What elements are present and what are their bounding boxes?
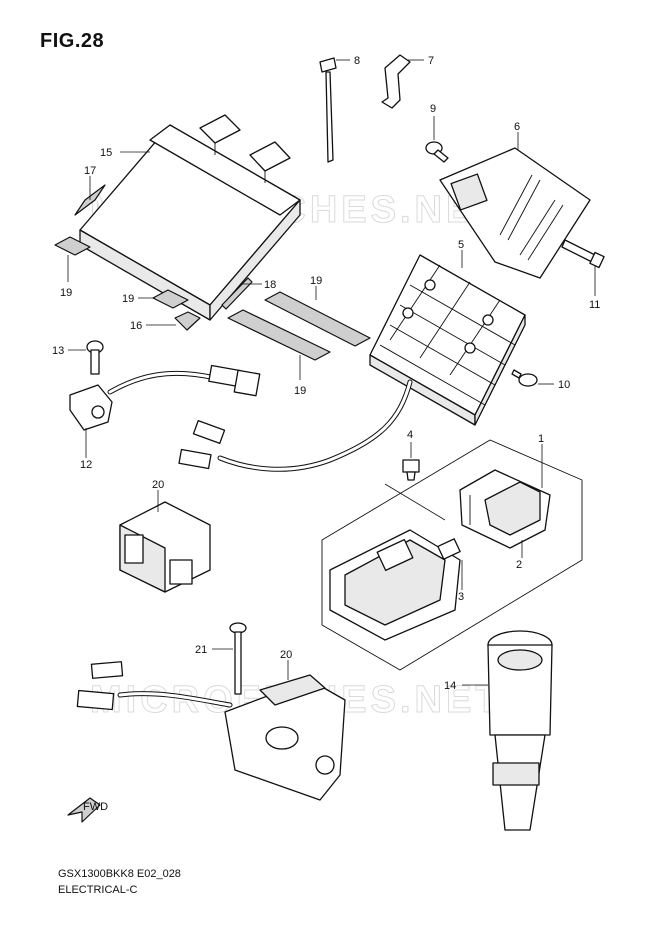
cable-tie <box>319 57 337 163</box>
forward-direction-marker: FWD <box>67 797 108 823</box>
callout-10: 10 <box>558 379 570 391</box>
screw-9 <box>425 141 449 163</box>
clamp <box>381 54 411 109</box>
callout-19a: 19 <box>60 287 72 299</box>
bolt-23 <box>229 622 247 695</box>
callout-5: 5 <box>458 239 464 251</box>
callout-2: 2 <box>516 559 522 571</box>
figure-title: FIG.28 <box>40 30 105 52</box>
bolt-11 <box>561 239 605 269</box>
svg-text:FWD: FWD <box>83 801 108 813</box>
callout-21: 20 <box>152 479 164 491</box>
ignitor-group-outline <box>321 439 583 671</box>
ignitor-module <box>329 529 461 641</box>
callout-17: 17 <box>84 165 96 177</box>
footer-section-name: ELECTRICAL-C <box>58 884 138 896</box>
callout-20b: 19 <box>294 385 306 397</box>
callout-6: 6 <box>514 121 520 133</box>
bolt-13 <box>86 340 104 375</box>
strip-18 <box>221 277 253 310</box>
callout-13: 13 <box>52 345 64 357</box>
bracket <box>439 147 591 279</box>
pad-19-upper <box>54 236 91 256</box>
footer-model-code: GSX1300BKK8 E02_028 <box>58 868 181 880</box>
ignitor-cover <box>459 469 551 549</box>
regulator-rectifier <box>369 254 526 426</box>
callout-3: 3 <box>458 591 464 603</box>
callout-8: 8 <box>354 55 360 67</box>
callout-18: 18 <box>264 279 276 291</box>
connector-regulator-a <box>192 419 226 445</box>
strip-20-upper <box>264 291 371 347</box>
callout-1: 1 <box>538 433 544 445</box>
callout-11: 11 <box>589 299 600 311</box>
relay-21 <box>119 501 211 593</box>
callout-16: 16 <box>130 320 142 332</box>
sensor-12 <box>69 364 261 431</box>
pad-19-lower <box>152 289 189 309</box>
callout-4: 4 <box>407 429 413 441</box>
bolt-10 <box>511 369 538 387</box>
connector-regulator-b <box>178 448 212 470</box>
callouts: 8 7 9 6 15 17 5 19 11 18 19 19 16 13 19 … <box>52 55 600 692</box>
callout-20a: 19 <box>310 275 322 287</box>
bolt-4 <box>402 459 420 481</box>
strip-20-lower <box>227 309 331 361</box>
callout-15: 15 <box>100 147 112 159</box>
callout-14: 14 <box>444 680 456 692</box>
pad-16 <box>174 311 201 331</box>
sensor-22 <box>76 661 346 801</box>
callout-19b: 19 <box>122 293 134 305</box>
callout-7: 7 <box>428 55 434 67</box>
callout-12: 12 <box>80 459 92 471</box>
callout-23: 21 <box>195 644 207 656</box>
callout-22: 20 <box>280 649 292 661</box>
callout-9: 9 <box>430 103 436 115</box>
ignition-coil <box>487 630 553 831</box>
